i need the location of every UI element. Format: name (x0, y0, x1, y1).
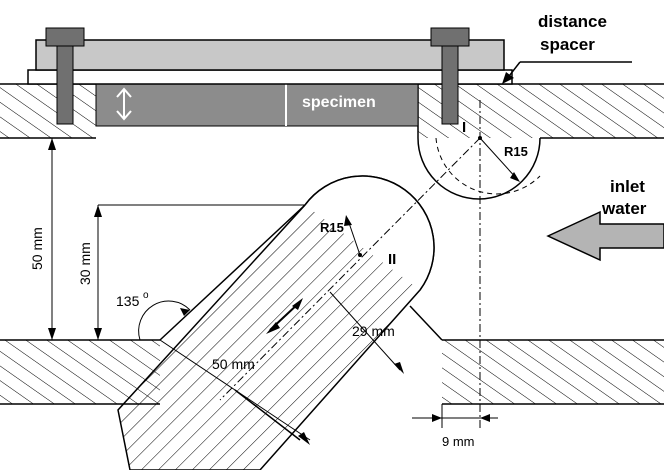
radius-lines (344, 136, 520, 257)
bolt-left (45, 27, 85, 125)
dim-29mm-label: 29 mm (352, 323, 395, 339)
inlet-water-arrow-icon (546, 210, 664, 262)
specimen-label: specimen (302, 94, 376, 111)
dim-29mm (266, 291, 404, 374)
top-wall (0, 83, 664, 139)
lower-wall (0, 204, 664, 405)
dim-50mm-diagonal-label: 50 mm (212, 356, 255, 372)
distance-spacer-label-1: distance (538, 12, 607, 31)
dim-50mm-diagonal (159, 339, 311, 445)
angle-135 (138, 300, 191, 341)
radius-nozzle-label: R15 (320, 220, 344, 235)
bolt-right (430, 27, 470, 125)
dim-9mm-label: 9 mm (442, 434, 475, 449)
inlet-water-label-1: inlet (610, 177, 645, 196)
centerlines (219, 100, 481, 430)
marker-one-label: I (462, 119, 466, 136)
spacer-leader (502, 61, 632, 84)
angle-135-label: 135 (116, 293, 140, 309)
dim-50mm-vertical-label: 50 mm (29, 227, 45, 270)
dim-50mm-vertical (48, 138, 56, 340)
dim-9mm (412, 404, 498, 428)
specimen (95, 83, 419, 127)
radius-top-label: R15 (504, 144, 528, 159)
dim-30mm-vertical-label: 30 mm (77, 242, 93, 285)
dim-30mm-vertical (94, 204, 305, 340)
top-pocket (417, 84, 541, 200)
inlet-water-label-2: water (601, 199, 647, 218)
distance-spacer-label-2: spacer (540, 35, 595, 54)
specimen-updown-arrow-icon (116, 87, 132, 121)
angle-degree-label: o (143, 290, 149, 301)
marker-two-label: II (388, 251, 396, 268)
distance-spacer (27, 39, 513, 85)
